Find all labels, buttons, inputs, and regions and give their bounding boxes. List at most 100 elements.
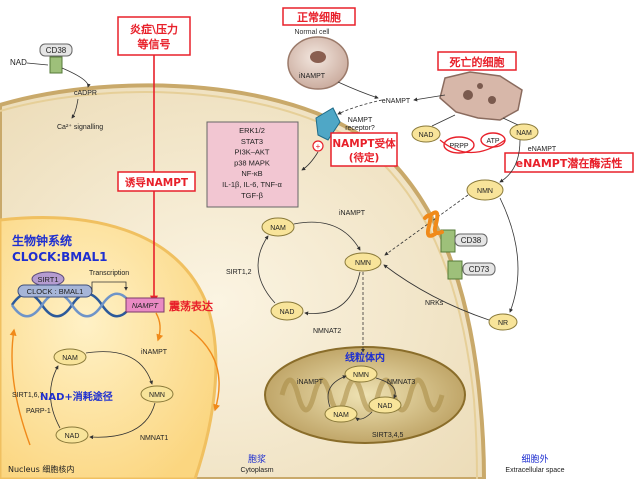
dead-cell bbox=[439, 71, 523, 121]
text-line: NAMPT受体 bbox=[332, 137, 396, 150]
nucleus-feedback-arrow bbox=[9, 328, 31, 446]
cd73-channel bbox=[447, 260, 463, 280]
nad-to-nam-cyto-arrow bbox=[257, 235, 276, 304]
nad-mito-node bbox=[368, 396, 402, 414]
nmn-ext-node bbox=[466, 179, 504, 201]
text-line: PI3K–AKT bbox=[234, 148, 269, 157]
nad-cyto-label: NAD bbox=[280, 309, 295, 316]
induce-nampt-box bbox=[117, 171, 196, 192]
text-line: 炎症\压力 bbox=[130, 22, 178, 36]
nam-mito-label: NAM bbox=[333, 412, 349, 419]
prpp-label: PRPP bbox=[449, 143, 468, 150]
nmn-ext-dashed-arrow bbox=[384, 194, 469, 256]
text-line: STAT3 bbox=[241, 137, 263, 146]
dead-cell-fragment bbox=[477, 83, 483, 89]
nampt-gene-label: NAMPT bbox=[132, 301, 160, 310]
normal-cell-label: 正常细胞 bbox=[297, 10, 341, 24]
text-line: CLOCK:BMAL1 bbox=[12, 250, 108, 264]
dead-cell-to-enampt-arrow bbox=[413, 94, 446, 102]
sirt1-nuc-label: SIRT1 bbox=[37, 275, 58, 284]
nad-nuc-node bbox=[55, 426, 89, 444]
sirt167-label: SIRT1,6,7 bbox=[12, 392, 43, 399]
text-line: NF-κB bbox=[241, 169, 262, 178]
nad-to-cd38-arrow bbox=[26, 62, 49, 66]
mitochondrion-cristae bbox=[279, 377, 445, 413]
nmnat2-label: NMNAT2 bbox=[313, 328, 341, 335]
nampt-receptor-cn-box bbox=[330, 132, 398, 167]
dead-cell-label-box bbox=[437, 51, 517, 71]
induce-nampt-label: 诱导NAMPT bbox=[125, 176, 189, 189]
text-line: 等信号 bbox=[137, 37, 171, 51]
inampt-normal-label: iNAMPT bbox=[299, 73, 326, 80]
ca-signalling-label: Ca²⁺ signalling bbox=[57, 123, 103, 131]
enampt-activity-label: eNAMPT潜在酶活性 bbox=[516, 156, 623, 170]
nucleus-to-cyto-arrow bbox=[189, 329, 220, 412]
cd38-to-cadpr-arrow bbox=[61, 67, 91, 88]
nam-cyto-node bbox=[261, 217, 295, 237]
signalling-box bbox=[206, 121, 299, 208]
parp1-label: PARP-1 bbox=[26, 408, 51, 415]
clock-system-label: 生物钟系统 CLOCK:BMAL1 bbox=[12, 233, 108, 264]
nam-to-nmn-cyto-arrow bbox=[293, 221, 361, 251]
nad-consumption-label: NAD+消耗途径 bbox=[40, 390, 113, 403]
dead-cell-to-nad bbox=[431, 114, 456, 127]
cd38-top-label: CD38 bbox=[46, 46, 67, 55]
text-line: IL-1β, IL-6, TNF-α bbox=[222, 180, 282, 189]
cd38-mid-box bbox=[454, 233, 488, 247]
nmn-cyto-node bbox=[344, 252, 382, 272]
dead-cell-to-nam bbox=[502, 117, 519, 126]
text-line: 生物钟系统 bbox=[12, 233, 72, 248]
nmn-nuc-node bbox=[140, 385, 174, 403]
nampt-gene-to-inampt-arrow bbox=[155, 312, 164, 342]
cd73-label: CD73 bbox=[469, 265, 490, 274]
nmn-to-nad-mito-arrow bbox=[375, 377, 398, 399]
cd38-top-channel bbox=[49, 56, 63, 74]
nrks-label: NRKs bbox=[425, 300, 444, 307]
nr-node bbox=[488, 313, 518, 331]
nmn-to-nad-nuc-arrow bbox=[89, 402, 156, 440]
atp-label: ATP bbox=[486, 138, 499, 145]
nad-dead-node bbox=[411, 125, 441, 143]
nad-to-nam-mito-arrow bbox=[355, 411, 373, 422]
transcription-label: Transcription bbox=[89, 270, 129, 277]
enampt-label: eNAMPT bbox=[382, 98, 411, 105]
nad-mito-label: NAD bbox=[378, 403, 393, 410]
prpp-ring bbox=[439, 139, 506, 153]
enampt-ext-label: eNAMPT bbox=[528, 146, 557, 153]
dead-cell-label: 死亡的细胞 bbox=[450, 55, 505, 69]
mitochondrion bbox=[264, 346, 466, 444]
nam-nuc-label: NAM bbox=[62, 355, 78, 362]
text-line: receptor? bbox=[345, 125, 375, 132]
cd38-top-box bbox=[39, 43, 73, 57]
cadpr-to-ca-arrow bbox=[71, 98, 79, 119]
receptor-activation-sign: + bbox=[316, 142, 321, 151]
inampt-cyto-label: iNAMPT bbox=[339, 210, 366, 217]
nampt-receptor-cn-label: NAMPT受体(待定) bbox=[332, 137, 396, 164]
extracellular-cn-label: 细胞外 bbox=[521, 453, 548, 465]
nam-dead-node bbox=[509, 123, 539, 141]
normal-cell-label-box bbox=[282, 7, 356, 26]
nmn-to-nad-cyto-arrow bbox=[304, 271, 361, 316]
nad-nuc-label: NAD bbox=[65, 433, 80, 440]
text-line: TGF-β bbox=[241, 191, 263, 200]
prpp-node bbox=[443, 136, 475, 154]
nmnat1-label: NMNAT1 bbox=[140, 435, 168, 442]
text-line: ERK1/2 bbox=[239, 126, 265, 135]
orange-receptor bbox=[423, 210, 444, 238]
nad-dead-label: NAD bbox=[419, 132, 434, 139]
nam-mito-node bbox=[324, 405, 358, 423]
nr-to-nmn-cyto-arrow bbox=[383, 264, 490, 321]
nmnat3-label: NMNAT3 bbox=[387, 379, 415, 386]
inflammation-label: 炎症\压力等信号 bbox=[130, 22, 178, 51]
cell-membrane-inner bbox=[0, 91, 478, 479]
nmn-ext-label: NMN bbox=[477, 188, 493, 195]
cd38-mid-label: CD38 bbox=[461, 236, 482, 245]
inampt-mito-label: iNAMPT bbox=[297, 379, 324, 386]
nad-top-label: NAD bbox=[10, 58, 27, 67]
nam-to-nmn-mito-arrow bbox=[327, 375, 347, 408]
enampt-to-receptor-arrow bbox=[337, 99, 383, 115]
normal-cell-nucleus bbox=[310, 51, 326, 63]
nmn-nuc-label: NMN bbox=[149, 392, 165, 399]
